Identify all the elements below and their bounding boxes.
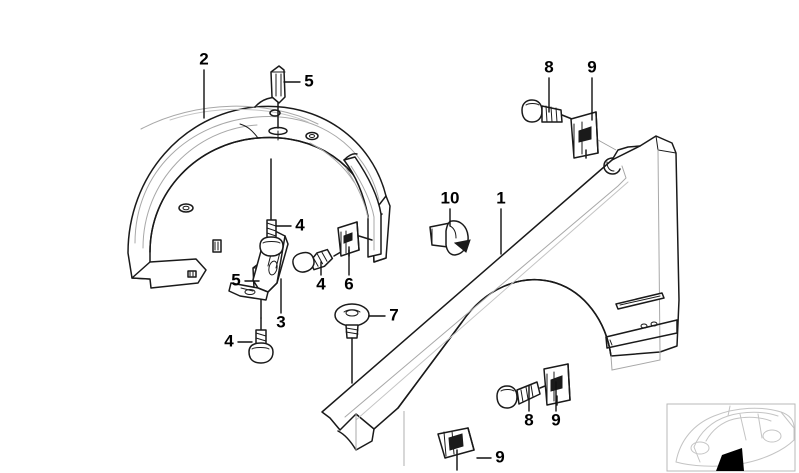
callout-expanding-rivet-top: 5 [304,71,313,90]
part-plastic-trim-rivet [334,303,370,384]
callout-wheel-arch-liner: 2 [199,49,208,68]
callout-expanding-rivet-lower: 5 [231,270,240,289]
callout-spring-clip-lower: 9 [551,410,560,429]
part-spring-clip-lower [543,363,571,406]
callout-self-tapping-screw-lower: 4 [224,331,234,350]
callout-spring-clip-upper: 9 [587,57,596,76]
callout-leaders [203,69,593,459]
part-clip-nut-bracket [337,221,373,257]
part-hex-screw-upper [521,99,573,123]
part-self-tapping-screw-mid [292,248,347,273]
vehicle-location-thumbnail [666,403,796,472]
callout-expanding-rivet-large: 10 [441,188,460,207]
part-wheel-arch-liner [127,96,391,289]
callout-hex-screw-lower: 8 [524,410,533,429]
callout-clip-nut-bracket: 6 [344,274,353,293]
part-front-fender-panel [321,135,680,451]
part-expanding-rivet-top [268,65,288,141]
callout-self-tapping-screw-upper: 4 [295,215,305,234]
callout-plastic-trim-rivet: 7 [389,305,398,324]
part-expanding-rivet-large [429,220,471,256]
callout-self-tapping-screw-mid: 4 [316,274,326,293]
part-self-tapping-screw-lower [248,317,274,364]
part-spring-clip-upper [570,111,617,159]
part-spring-clip-bottom [403,411,475,471]
part-self-tapping-screw-upper [259,158,284,257]
callout-front-fender-panel: 1 [496,188,505,207]
callout-support-bracket: 3 [276,312,285,331]
callout-hex-screw-upper: 8 [544,57,553,76]
callout-spring-clip-bottom: 9 [495,447,504,466]
part-hex-screw-lower [496,381,551,409]
